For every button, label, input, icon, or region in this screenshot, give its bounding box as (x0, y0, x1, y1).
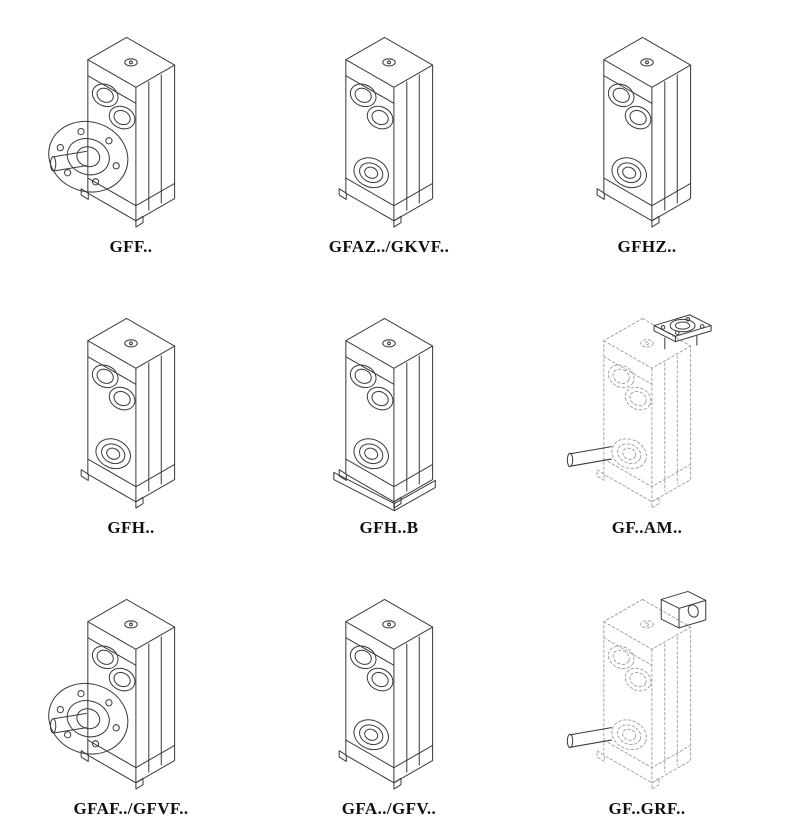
model-label: GFF.. (109, 237, 153, 256)
catalog-cell-gfhz: GFHZ.. (558, 18, 736, 267)
gearbox-flange-drawing (42, 582, 220, 794)
catalog-cell-gfaf-gfvf: GFAF../GFVF.. (42, 580, 220, 829)
catalog-cell-gfh: GFH.. (42, 299, 220, 548)
model-label: GFAZ../GKVF.. (328, 237, 450, 256)
catalog-cell-gf-grf: GF..GRF.. (558, 580, 736, 829)
catalog-cell-gf-am: GF..AM.. (558, 299, 736, 548)
model-label: GF..GRF.. (608, 799, 686, 818)
gearbox-flange-drawing (42, 20, 220, 232)
catalog-cell-gfh-b: GFH..B (300, 299, 478, 548)
gearbox-hollow-shaft-drawing (300, 582, 478, 794)
gearbox-hollow-shaft-drawing (558, 20, 736, 232)
gearbox-foot-mounted-drawing (42, 301, 220, 513)
catalog-grid: GFF.. GFAZ../GKVF.. GFHZ.. (2, 2, 798, 817)
model-label: GFA../GFV.. (341, 799, 437, 818)
gearbox-catalog-page: GFF.. GFAZ../GKVF.. GFHZ.. (2, 2, 798, 817)
gearbox-phantom-flange-adapter-drawing (558, 301, 736, 513)
model-label: GF..AM.. (611, 518, 683, 537)
catalog-cell-gfaz-gkvf: GFAZ../GKVF.. (300, 18, 478, 267)
model-label: GFAF../GFVF.. (73, 799, 189, 818)
gearbox-phantom-input-adapter-drawing (558, 582, 736, 794)
catalog-cell-gff: GFF.. (42, 18, 220, 267)
catalog-cell-gfa-gfv: GFA../GFV.. (300, 580, 478, 829)
model-label: GFH..B (359, 518, 419, 537)
gearbox-foot-mounted-base-drawing (300, 301, 478, 513)
model-label: GFHZ.. (617, 237, 677, 256)
gearbox-hollow-shaft-drawing (300, 20, 478, 232)
model-label: GFH.. (107, 518, 155, 537)
